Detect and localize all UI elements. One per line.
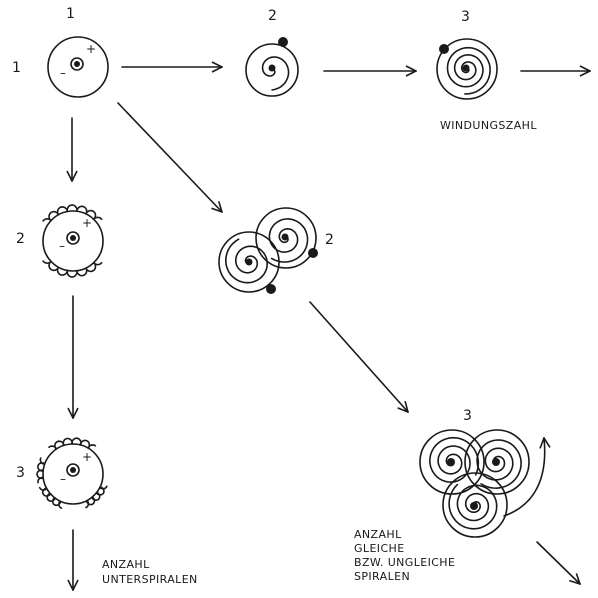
plus-sign-1: + <box>86 42 97 56</box>
plus-sign-3: + <box>82 450 93 464</box>
caption-windungszahl: WINDUNGSZAHL <box>440 119 537 132</box>
label-row1: 1 <box>12 60 21 76</box>
label-row2: 2 <box>16 231 25 247</box>
spiral-1-turn <box>245 37 299 97</box>
minus-sign-1: – <box>60 66 66 80</box>
label-row3: 3 <box>16 465 25 481</box>
caption-gleiche-2: GLEICHE <box>354 542 405 555</box>
spiral-path-g <box>448 483 498 530</box>
minus-sign-2: – <box>59 239 65 253</box>
caption-unterspiralen-1: ANZAHL <box>102 558 150 571</box>
caption-gleiche-4: SPIRALEN <box>354 570 411 583</box>
two-overlapping-spirals <box>218 207 318 294</box>
label-diag2: 2 <box>325 232 334 248</box>
plus-sign-2: + <box>82 216 93 230</box>
label-col1: 1 <box>66 6 75 22</box>
label-diag3: 3 <box>463 408 472 424</box>
circle-with-4-subspirals <box>36 437 108 509</box>
subspiral-coil <box>42 204 103 278</box>
arrow-diagonal-1 <box>117 102 222 212</box>
circle-with-2-subspirals <box>42 204 104 278</box>
arrow-diagonal-2 <box>309 301 408 412</box>
arrow-diagonal-3 <box>536 541 580 584</box>
label-col3: 3 <box>461 9 470 25</box>
spiral-path <box>261 56 290 91</box>
spiral-path-c <box>268 218 309 263</box>
three-overlapping-spirals <box>419 429 545 538</box>
spiral-3-turns <box>436 38 498 100</box>
circle-1-plain <box>47 36 109 98</box>
subspiral-coil-b <box>36 437 108 509</box>
spiral-path-b <box>446 46 491 95</box>
caption-unterspiralen-2: UNTERSPIRALEN <box>102 573 198 586</box>
caption-gleiche-3: BZW. UNGLEICHE <box>354 556 456 569</box>
spiral-path-f <box>476 439 522 489</box>
minus-sign-3: – <box>60 472 66 486</box>
label-col2: 2 <box>268 8 277 24</box>
caption-gleiche-1: ANZAHL <box>354 528 402 541</box>
spiral-path-d <box>225 238 268 284</box>
spiral-path-e <box>429 436 480 483</box>
